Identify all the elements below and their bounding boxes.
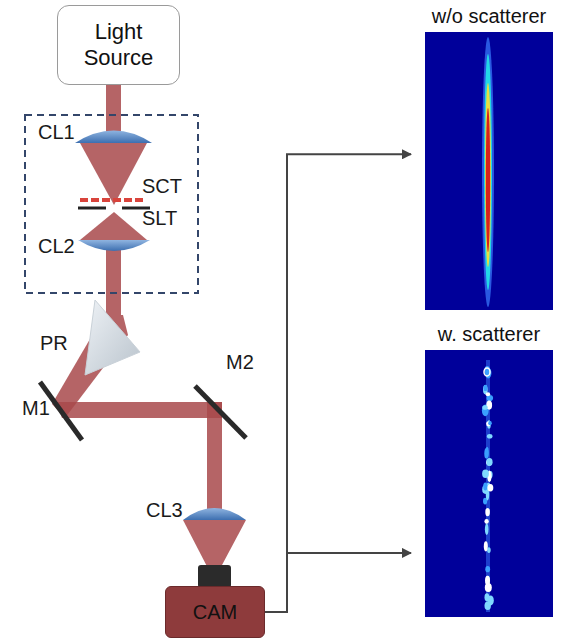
part-label: M1 <box>22 398 50 418</box>
dashed-box <box>25 115 198 293</box>
camera-box: CAM <box>165 586 265 638</box>
camera-image <box>425 32 553 310</box>
speckle <box>486 392 491 396</box>
node-label: CAM <box>193 601 237 624</box>
part-label: PR <box>40 333 68 353</box>
part-label: SCT <box>142 176 182 196</box>
speckle <box>487 434 493 439</box>
arrow-connector <box>265 154 411 612</box>
arrow-connector <box>265 553 411 612</box>
speckle <box>484 385 488 391</box>
part-label: CL2 <box>38 236 75 256</box>
speckle <box>485 523 489 535</box>
prism <box>85 300 140 375</box>
part-label: CL1 <box>38 122 75 142</box>
light-beam <box>52 85 246 580</box>
speckle <box>484 368 490 376</box>
image-heading: w. scatterer <box>405 323 573 346</box>
image-heading: w/o scatterer <box>405 5 573 28</box>
lens <box>183 508 246 520</box>
speckle <box>485 368 491 379</box>
camera-head <box>198 565 231 588</box>
speckle <box>486 489 489 500</box>
part-label: M2 <box>226 352 254 372</box>
speckle <box>488 484 494 492</box>
camera-image <box>425 350 553 617</box>
mirror <box>195 386 246 438</box>
speckle <box>484 541 488 551</box>
lens <box>78 240 150 251</box>
camera-image: w/o scatterer <box>425 32 553 310</box>
speckle <box>485 601 491 610</box>
speckle <box>488 421 492 425</box>
beam-streak <box>482 37 494 307</box>
speckle-pattern <box>482 360 494 612</box>
speckle <box>484 448 488 458</box>
speckle <box>485 566 490 572</box>
part-label: CL3 <box>146 500 183 520</box>
speckle <box>485 508 490 516</box>
light-source-box: Light Source <box>57 5 180 85</box>
camera-image: w. scatterer <box>425 350 553 617</box>
speckle <box>484 519 488 524</box>
node-label: Light Source <box>58 19 179 72</box>
speckle <box>483 483 487 491</box>
part-label: SLT <box>142 208 177 228</box>
speckle <box>482 470 489 478</box>
lens <box>75 131 152 144</box>
speckle <box>482 405 487 410</box>
speckle <box>486 458 492 466</box>
scatterer <box>78 200 150 208</box>
speckle <box>485 583 492 592</box>
